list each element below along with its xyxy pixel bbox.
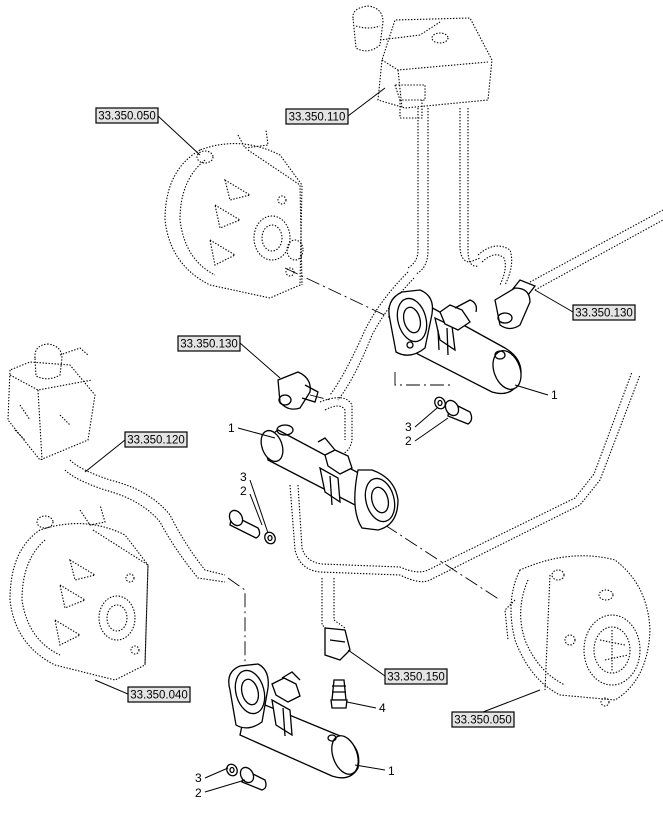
ref-label-elbow-center[interactable]: 33.350.130 <box>177 335 241 352</box>
elbow-fittings <box>277 279 537 709</box>
callout-item: 2 <box>195 786 202 800</box>
ref-label-tube[interactable]: 33.350.150 <box>384 668 448 685</box>
ref-label-elbow-right[interactable]: 33.350.130 <box>572 304 636 321</box>
callout-item: 3 <box>195 771 202 785</box>
ref-label-booster-lower-left[interactable]: 33.350.040 <box>127 686 191 703</box>
reservoir-top <box>352 5 493 119</box>
callout-item: 1 <box>228 421 235 435</box>
ref-label-text: 33.350.130 <box>180 339 238 351</box>
master-cylinder-upper <box>388 289 522 395</box>
callout-item: 1 <box>551 388 558 402</box>
ref-label-text: 33.350.050 <box>98 111 156 123</box>
item-callouts: 1 3 2 1 3 2 4 1 3 2 <box>195 384 558 800</box>
ref-label-text: 33.350.040 <box>130 690 188 702</box>
master-cylinder-center <box>260 424 399 531</box>
center-lines <box>227 267 501 680</box>
ref-label-text: 33.350.130 <box>575 308 633 320</box>
ref-label-reservoir-left[interactable]: 33.350.120 <box>124 431 188 448</box>
callout-item: 2 <box>240 484 247 498</box>
booster-upper-left <box>164 129 304 299</box>
ref-label-text: 33.350.050 <box>454 715 512 727</box>
hoses <box>64 108 663 636</box>
callout-item: 3 <box>405 420 412 434</box>
ref-label-text: 33.350.120 <box>127 435 185 447</box>
ref-label-text: 33.350.150 <box>387 672 445 684</box>
callout-item: 4 <box>379 701 386 715</box>
ref-label-text: 33.350.110 <box>289 112 346 124</box>
callout-item: 2 <box>405 434 412 448</box>
bolts-washers <box>226 396 473 791</box>
callout-item: 1 <box>388 764 395 778</box>
ref-label-booster-right[interactable]: 33.350.050 <box>451 711 515 728</box>
booster-right <box>504 555 651 707</box>
reservoir-left <box>7 343 96 461</box>
master-cylinder-lower <box>228 663 360 779</box>
callout-item: 3 <box>240 470 247 484</box>
ref-leaders <box>84 87 574 713</box>
ref-label-booster-upper-left[interactable]: 33.350.050 <box>95 107 159 124</box>
ref-label-reservoir-top[interactable]: 33.350.110 <box>285 108 349 125</box>
booster-lower-left <box>9 504 149 681</box>
